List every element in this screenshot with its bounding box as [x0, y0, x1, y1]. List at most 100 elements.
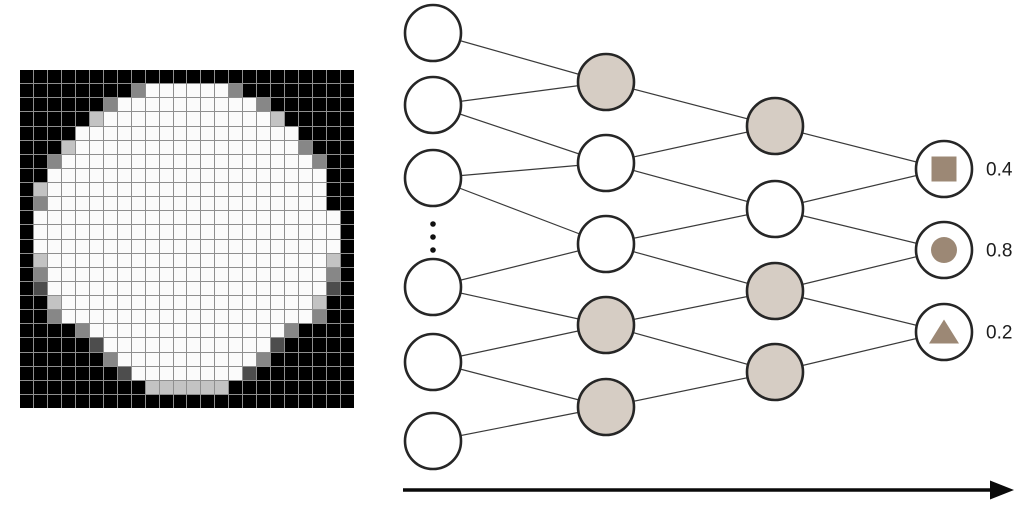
- pixel-cell: [145, 352, 159, 366]
- edge-line: [432, 104, 607, 164]
- pixel-cell: [243, 197, 257, 211]
- pixel-cell: [187, 253, 201, 267]
- pixel-cell: [75, 310, 89, 324]
- pixel-cell: [285, 168, 299, 182]
- pixel-cell: [215, 225, 229, 239]
- pixel-cell: [117, 70, 131, 84]
- pixel-cell: [271, 239, 285, 253]
- pixel-cell: [103, 239, 117, 253]
- pixel-cell: [75, 394, 89, 408]
- pixel-cell: [187, 267, 201, 281]
- pixel-cell: [327, 183, 341, 197]
- pixel-cell: [201, 394, 215, 408]
- pixel-cell: [33, 253, 47, 267]
- pixel-cell: [313, 239, 327, 253]
- pixel-cell: [299, 168, 313, 182]
- pixel-cell: [299, 380, 313, 394]
- pixel-cell: [47, 324, 61, 338]
- pixel-cell: [173, 267, 187, 281]
- pixel-cell: [145, 168, 159, 182]
- pixel-cell: [145, 112, 159, 126]
- pixel-cell: [257, 225, 271, 239]
- pixel-cell: [75, 281, 89, 295]
- pixel-cell: [173, 253, 187, 267]
- pixel-cell: [271, 267, 285, 281]
- pixel-cell: [47, 225, 61, 239]
- pixel-cell: [33, 168, 47, 182]
- pixel-cell: [33, 296, 47, 310]
- pixel-cell: [145, 154, 159, 168]
- pixel-cell: [89, 267, 103, 281]
- pixel-cell: [243, 253, 257, 267]
- pixel-cell: [61, 324, 75, 338]
- pixel-cell: [131, 352, 145, 366]
- pixel-cell: [257, 70, 271, 84]
- pixel-cell: [75, 70, 89, 84]
- pixel-cell: [33, 281, 47, 295]
- hidden1-node: [576, 133, 636, 193]
- pixel-cell: [187, 366, 201, 380]
- pixel-cell: [327, 154, 341, 168]
- pixel-cell: [341, 239, 354, 253]
- pixel-cell: [117, 267, 131, 281]
- pixel-cell: [20, 296, 33, 310]
- pixel-cell: [341, 281, 354, 295]
- output-probability-label: 0.4: [986, 160, 1013, 181]
- pixel-cell: [243, 380, 257, 394]
- pixel-cell: [61, 168, 75, 182]
- pixel-cell: [187, 324, 201, 338]
- pixel-cell: [145, 70, 159, 84]
- pixel-cell: [131, 239, 145, 253]
- pixel-cell: [159, 98, 173, 112]
- pixel-cell: [215, 380, 229, 394]
- pixel-cell: [187, 310, 201, 324]
- pixel-cell: [243, 338, 257, 352]
- edge-line: [432, 406, 607, 442]
- pixel-cell: [243, 366, 257, 380]
- pixel-cell: [257, 154, 271, 168]
- pixel-cell: [229, 324, 243, 338]
- pixel-cell: [285, 154, 299, 168]
- pixel-cell: [243, 154, 257, 168]
- pixel-cell: [117, 168, 131, 182]
- pixel-cell: [173, 140, 187, 154]
- pixel-cell: [327, 267, 341, 281]
- pixel-cell: [20, 197, 33, 211]
- pixel-cell: [20, 310, 33, 324]
- pixel-cell: [271, 140, 285, 154]
- class-circle-icon: [931, 237, 957, 263]
- pixel-cell: [215, 239, 229, 253]
- pixel-cell: [159, 394, 173, 408]
- pixel-cell: [299, 197, 313, 211]
- pixel-cell: [103, 183, 117, 197]
- pixel-cell: [271, 211, 285, 225]
- hidden1-node: [576, 295, 636, 355]
- pixel-cell: [103, 126, 117, 140]
- pixel-cell: [47, 281, 61, 295]
- pixel-cell: [187, 281, 201, 295]
- pixel-cell: [103, 352, 117, 366]
- pixel-cell: [285, 126, 299, 140]
- pixel-cell: [20, 98, 33, 112]
- pixel-cell: [20, 140, 33, 154]
- output-probability-label: 0.2: [986, 323, 1012, 344]
- pixel-cell: [117, 296, 131, 310]
- pixel-cell: [173, 338, 187, 352]
- pixel-cell: [257, 140, 271, 154]
- pixel-cell: [215, 183, 229, 197]
- pixel-cell: [33, 324, 47, 338]
- pixel-cell: [201, 197, 215, 211]
- pixel-cell: [215, 296, 229, 310]
- pixel-cell: [215, 70, 229, 84]
- pixel-cell: [257, 126, 271, 140]
- pixel-cell: [47, 84, 61, 98]
- pixel-cell: [201, 352, 215, 366]
- pixel-cell: [215, 98, 229, 112]
- pixel-cell: [313, 70, 327, 84]
- pixel-cell: [299, 225, 313, 239]
- pixel-cell: [271, 352, 285, 366]
- pixel-cell: [33, 338, 47, 352]
- hidden2-node: [745, 261, 805, 321]
- pixel-cell: [117, 211, 131, 225]
- pixel-cell: [103, 140, 117, 154]
